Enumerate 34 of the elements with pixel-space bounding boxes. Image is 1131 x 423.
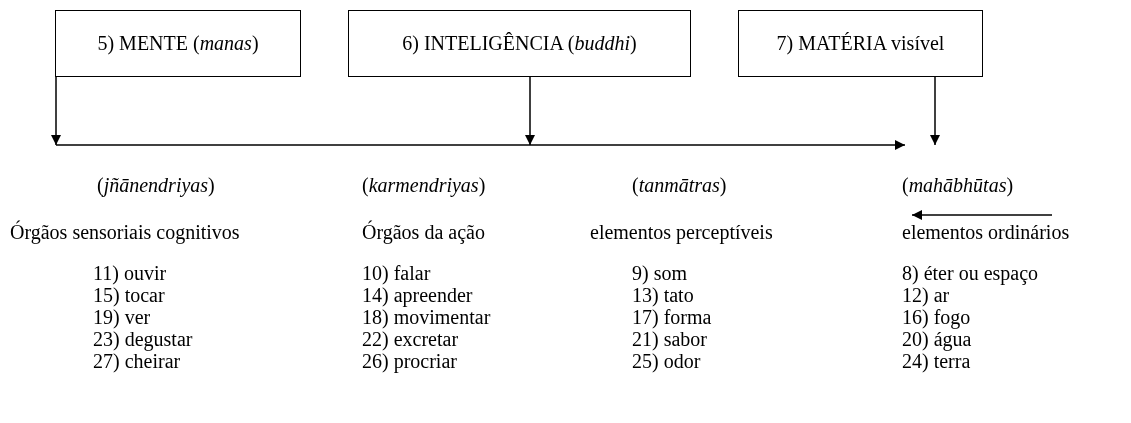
category-heading: Órgãos da ação [362,221,485,243]
concept-box: 7) MATÉRIA visível [738,10,983,77]
term-label: (jñānendriyas) [97,174,215,196]
list-item: 23) degustar [93,328,193,350]
list-item: 26) procriar [362,350,457,372]
list-item: 27) cheirar [93,350,181,372]
list-item: 8) éter ou espaço [902,262,1039,284]
list-item: 19) ver [93,306,151,328]
category-heading: elementos perceptíveis [590,221,773,243]
list-item: 20) água [902,328,972,350]
list-item: 10) falar [362,262,431,284]
arrow [51,76,61,146]
list-item: 15) tocar [93,284,165,306]
term-label: (tanmātras) [632,174,727,196]
list-item: 17) forma [632,306,712,328]
term-label: (mahābhūtas) [902,174,1014,196]
arrow [930,76,940,146]
list-item: 12) ar [902,284,950,306]
list-item: 16) fogo [902,306,971,328]
list-item: 14) apreender [362,284,473,306]
list-item: 22) excretar [362,328,459,350]
arrow [525,76,535,146]
category-heading: elementos ordinários [902,221,1070,243]
list-item: 25) odor [632,350,701,372]
list-item: 9) som [632,262,687,284]
concept-box: 6) INTELIGÊNCIA (buddhi) [348,10,691,77]
category-heading: Órgãos sensoriais cognitivos [10,221,240,243]
list-item: 11) ouvir [93,262,167,284]
list-item: 18) movimentar [362,306,491,328]
list-item: 24) terra [902,350,971,372]
term-label: (karmendriyas) [362,174,486,196]
list-item: 21) sabor [632,328,707,350]
concept-box: 5) MENTE (manas) [55,10,301,77]
list-item: 13) tato [632,284,694,306]
